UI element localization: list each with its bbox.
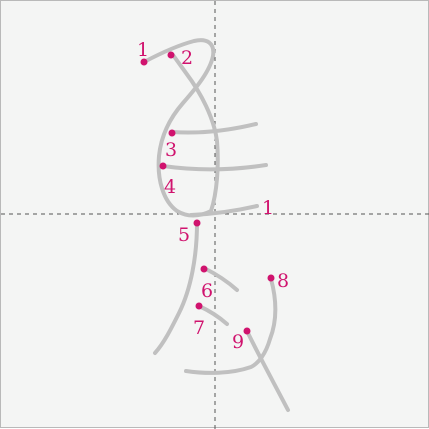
stroke-number-8: 8 xyxy=(277,270,289,292)
start-dot-2 xyxy=(167,51,175,59)
stroke-3 xyxy=(170,122,258,135)
stroke-number-9: 9 xyxy=(232,331,244,353)
stroke-4 xyxy=(161,163,268,172)
start-dot-6 xyxy=(200,265,208,273)
start-dot-8 xyxy=(267,274,275,282)
start-dot-3 xyxy=(168,129,176,137)
stroke-9 xyxy=(245,329,290,412)
stroke-number-2: 2 xyxy=(181,47,193,69)
stroke-number-3: 3 xyxy=(165,139,177,161)
start-dot-4 xyxy=(159,162,167,170)
stroke-number-6: 6 xyxy=(201,280,213,302)
stroke-number-1-lower: 1 xyxy=(262,197,274,219)
stroke-number-5: 5 xyxy=(178,224,190,246)
stroke-1 xyxy=(142,38,220,218)
stroke-number-4: 4 xyxy=(164,176,176,198)
stroke-5 xyxy=(153,221,199,355)
start-dot-7 xyxy=(195,302,203,310)
start-dot-5 xyxy=(193,219,201,227)
stroke-1-lower xyxy=(189,204,259,217)
start-dot-1 xyxy=(140,58,148,66)
start-dot-9 xyxy=(243,327,251,335)
stroke-number-7: 7 xyxy=(193,317,205,339)
stroke-number-1: 1 xyxy=(137,39,149,61)
